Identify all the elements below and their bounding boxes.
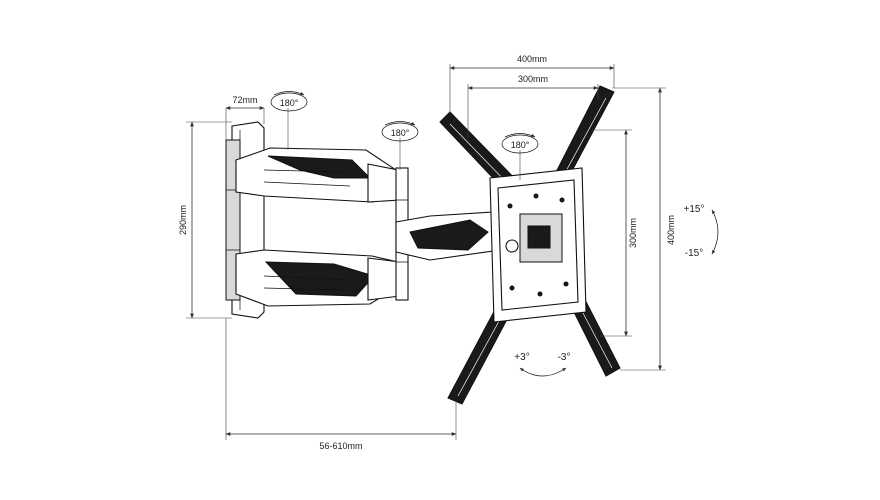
level-plus-label: +3° [514, 352, 529, 363]
mid-pivot-label: 180° [391, 128, 410, 138]
dimension-hole-height-inner: 300mm [592, 129, 638, 337]
dimension-plate-height: 290mm [178, 121, 232, 319]
extension-label: 56-610mm [319, 441, 362, 451]
head-pivot-label: 180° [511, 140, 530, 150]
rotation-arrow-icon [273, 91, 305, 96]
hole-height-outer-label: 400mm [666, 215, 676, 245]
level-arrow-icon [519, 367, 567, 377]
dimension-extension: 56-610mm [225, 318, 457, 451]
hole-height-inner-label: 300mm [628, 218, 638, 248]
rotation-badge-mid: 180° [381, 121, 419, 170]
dimension-hole-height-outer: 400mm [612, 87, 676, 371]
upper-arm [235, 147, 401, 203]
tilt-up-label: +15° [684, 204, 705, 215]
rotation-arrow-icon [384, 121, 416, 126]
lower-arm [235, 249, 401, 307]
hole-width-inner-label: 300mm [518, 74, 548, 84]
plate-height-label: 290mm [178, 205, 188, 235]
level-indicator: +3° -3° [514, 352, 571, 377]
rotation-badge-wall: 180° [270, 91, 308, 150]
rotation-badge-head: 180° [501, 133, 539, 180]
tilt-indicator: +15° -15° [684, 204, 719, 259]
dimension-hole-width-outer: 400mm [449, 54, 615, 114]
level-minus-label: -3° [558, 352, 571, 363]
hole-width-outer-label: 400mm [517, 54, 547, 64]
arm-depth-label: 72mm [232, 95, 257, 105]
wall-pivot-label: 180° [280, 98, 299, 108]
tilt-arrow-icon [711, 209, 719, 255]
fore-arm [395, 211, 501, 261]
rotation-arrow-icon [504, 133, 536, 138]
dimension-arm-depth: 72mm [225, 95, 265, 140]
tilt-down-label: -15° [685, 248, 703, 259]
vesa-bracket [439, 85, 621, 405]
dimension-hole-width-inner: 300mm [467, 74, 599, 138]
